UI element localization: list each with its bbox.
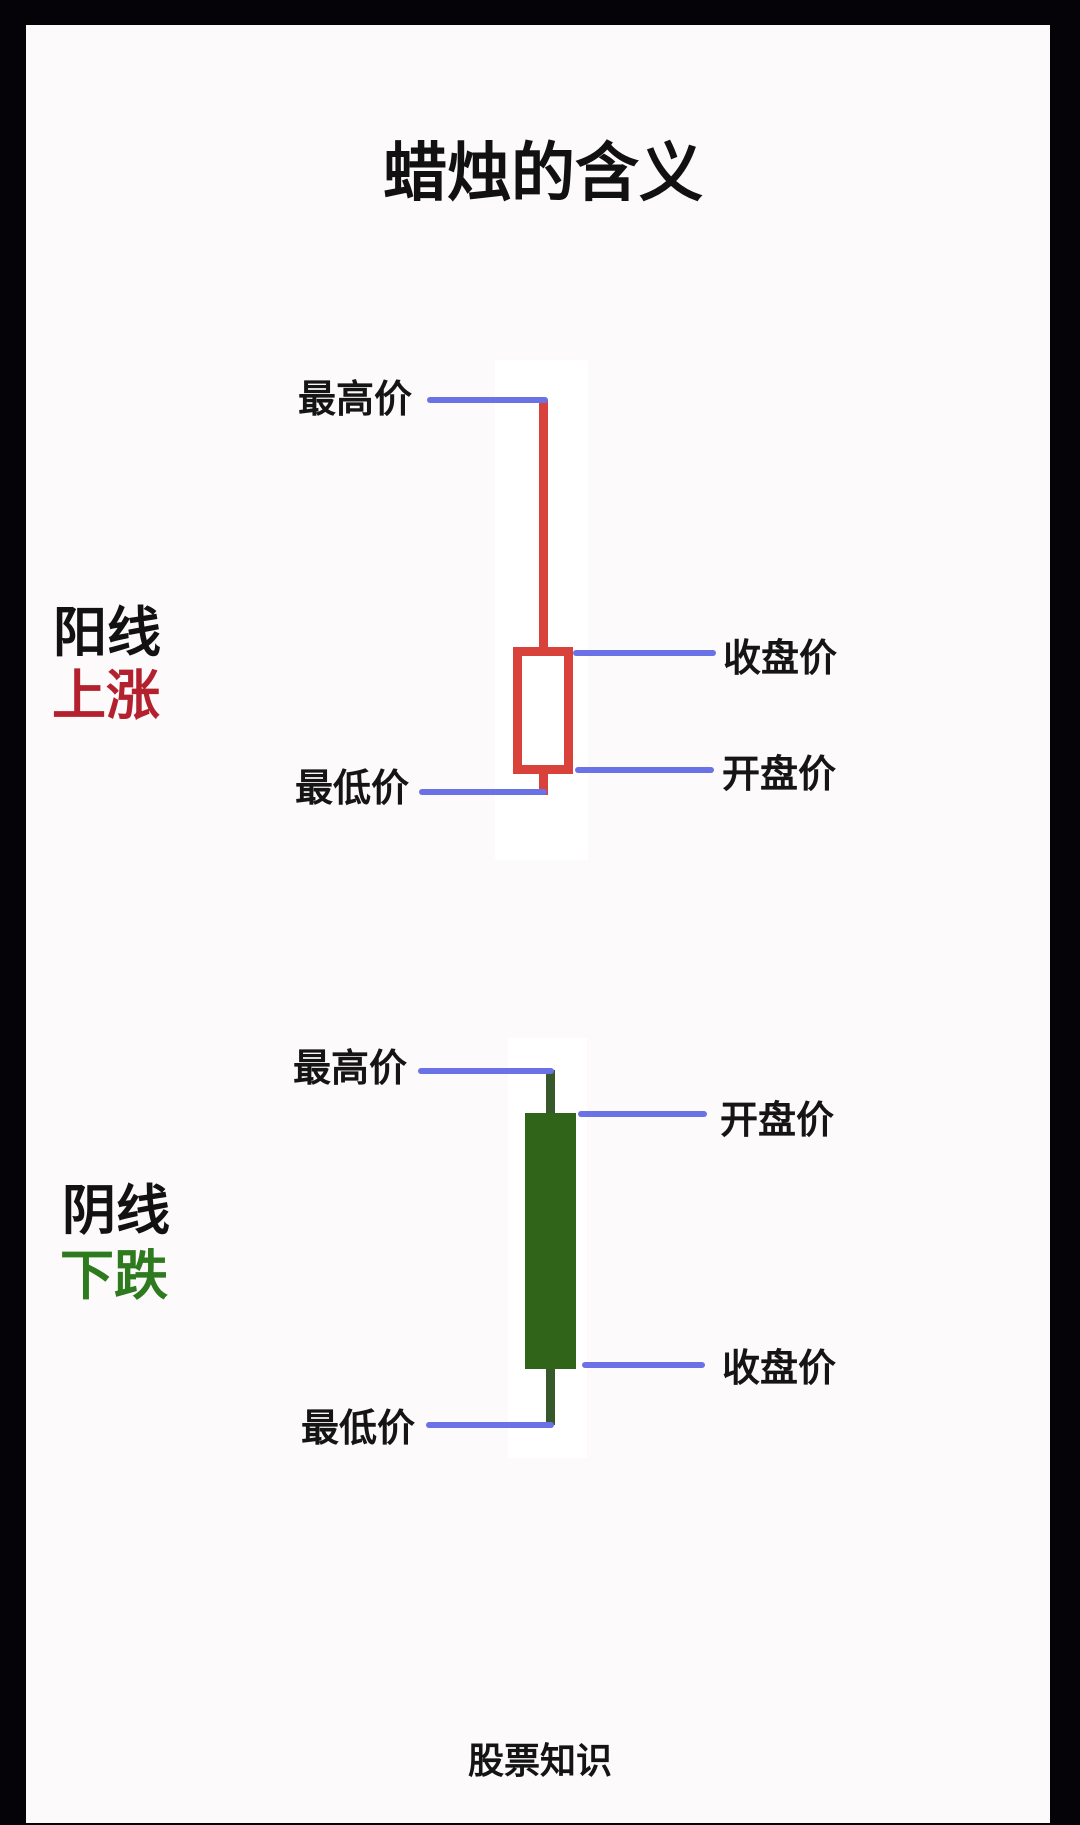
bullish-close-pointer-line bbox=[573, 650, 716, 656]
bullish-open-pointer-line bbox=[575, 767, 714, 773]
bullish-close-label: 收盘价 bbox=[723, 636, 838, 680]
bearish-high-pointer-line bbox=[418, 1068, 554, 1074]
bullish-high-label: 最高价 bbox=[298, 377, 413, 421]
bullish-low-pointer-line bbox=[419, 789, 547, 795]
bearish-low-label: 最低价 bbox=[301, 1406, 416, 1450]
bearish-open-label: 开盘价 bbox=[720, 1098, 835, 1142]
bullish-low-label: 最低价 bbox=[295, 766, 410, 810]
bullish-type-label: 阳线 bbox=[53, 601, 161, 664]
bullish-high-pointer-line bbox=[427, 397, 548, 403]
footer-caption: 股票知识 bbox=[467, 1741, 612, 1782]
bullish-wick bbox=[539, 400, 548, 795]
bearish-open-pointer-line bbox=[578, 1111, 707, 1117]
bullish-open-label: 开盘价 bbox=[722, 752, 837, 796]
bearish-close-pointer-line bbox=[582, 1362, 705, 1368]
bearish-high-label: 最高价 bbox=[293, 1046, 408, 1090]
bearish-low-pointer-line bbox=[426, 1422, 554, 1428]
bearish-candle-body bbox=[525, 1113, 576, 1369]
bullish-trend-label: 上涨 bbox=[52, 664, 160, 727]
bearish-type-label: 阴线 bbox=[62, 1179, 170, 1242]
bullish-candle-body bbox=[513, 647, 573, 774]
diagram-canvas bbox=[26, 25, 1050, 1823]
page-title: 蜡烛的含义 bbox=[383, 137, 703, 211]
bearish-trend-label: 下跌 bbox=[60, 1244, 168, 1307]
bearish-close-label: 收盘价 bbox=[722, 1346, 837, 1390]
